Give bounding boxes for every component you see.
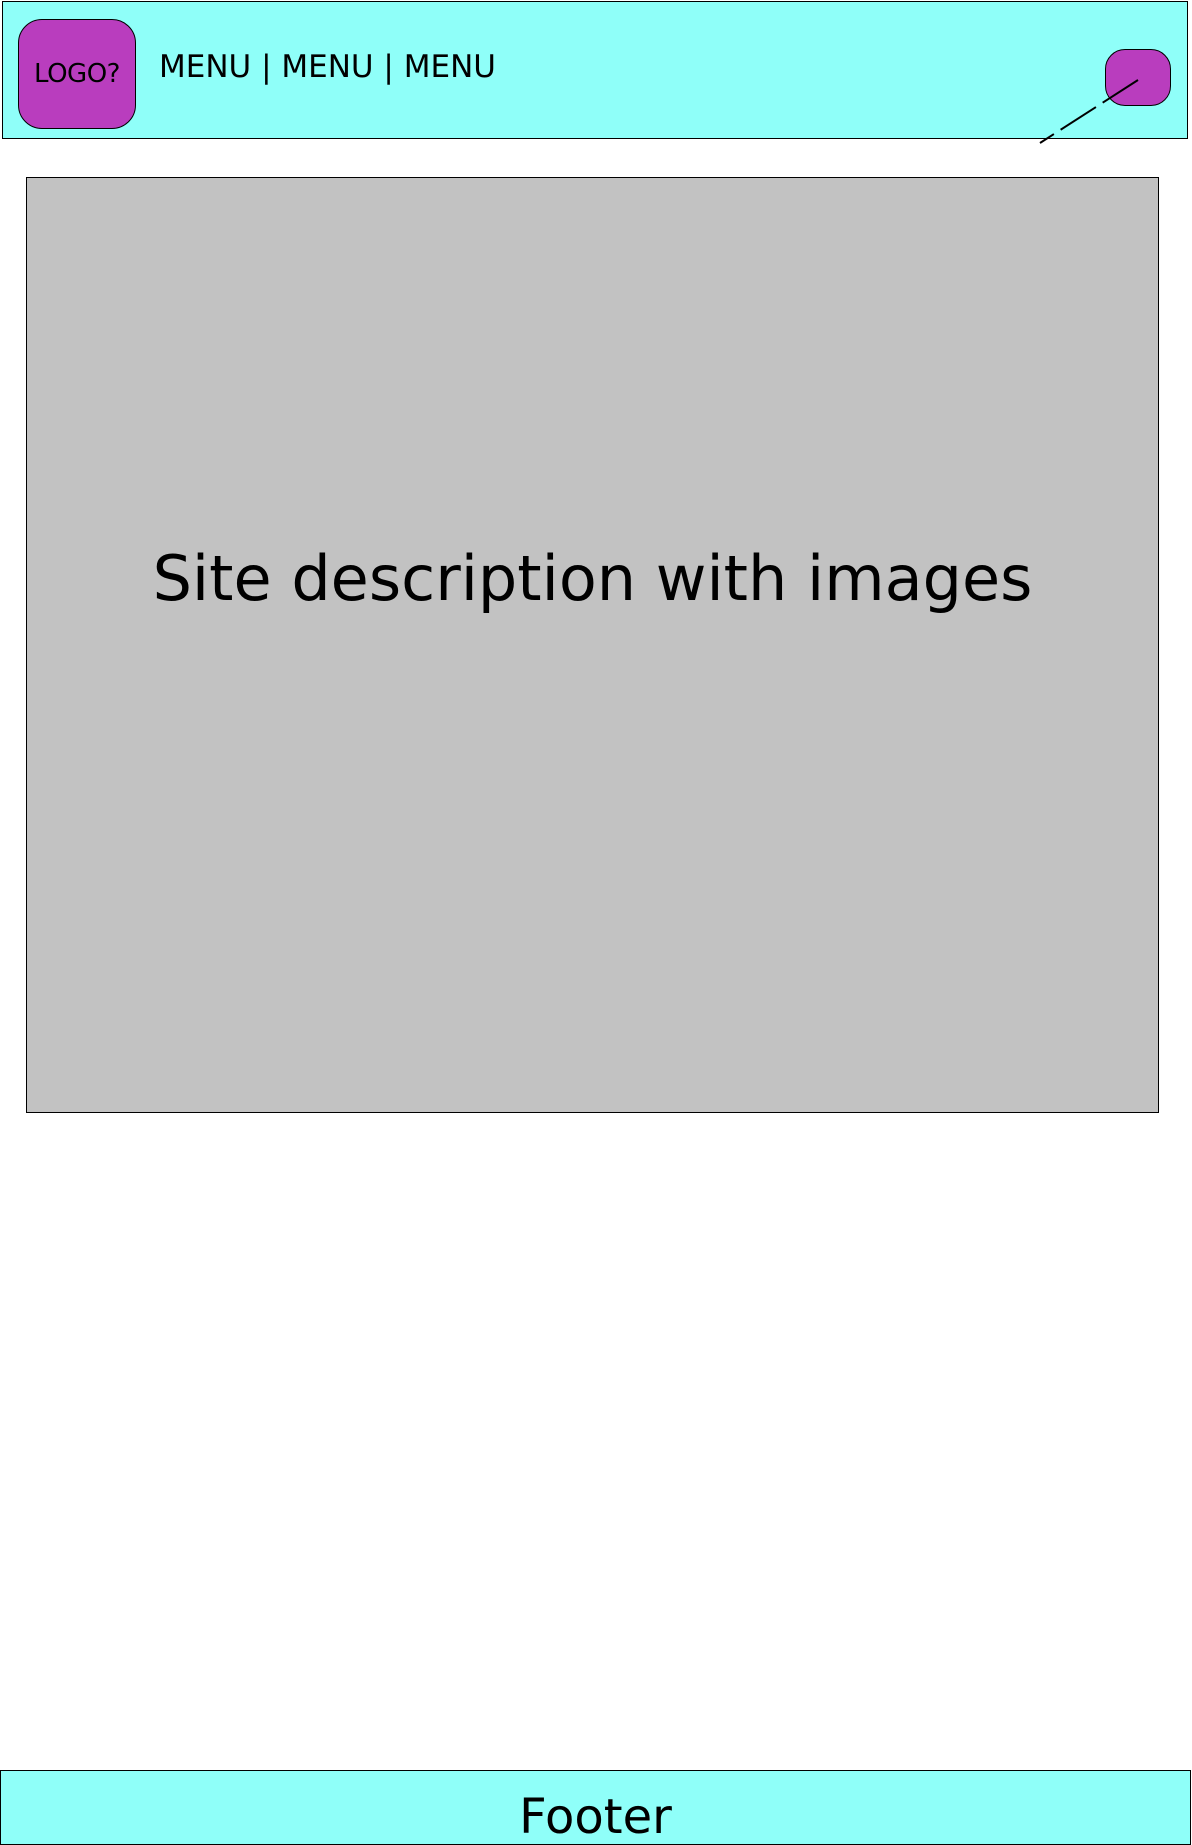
- main-menu[interactable]: MENU | MENU | MENU: [159, 49, 496, 85]
- logo-label: LOGO?: [34, 59, 120, 89]
- site-description-panel: Site description with images: [26, 177, 1159, 1113]
- header-bar: LOGO? MENU | MENU | MENU: [2, 1, 1188, 139]
- logo[interactable]: LOGO?: [18, 19, 136, 129]
- footer: Footer: [0, 1770, 1191, 1845]
- footer-label: Footer: [519, 1788, 672, 1845]
- user-button[interactable]: [1105, 49, 1171, 106]
- site-description-text: Site description with images: [152, 542, 1033, 615]
